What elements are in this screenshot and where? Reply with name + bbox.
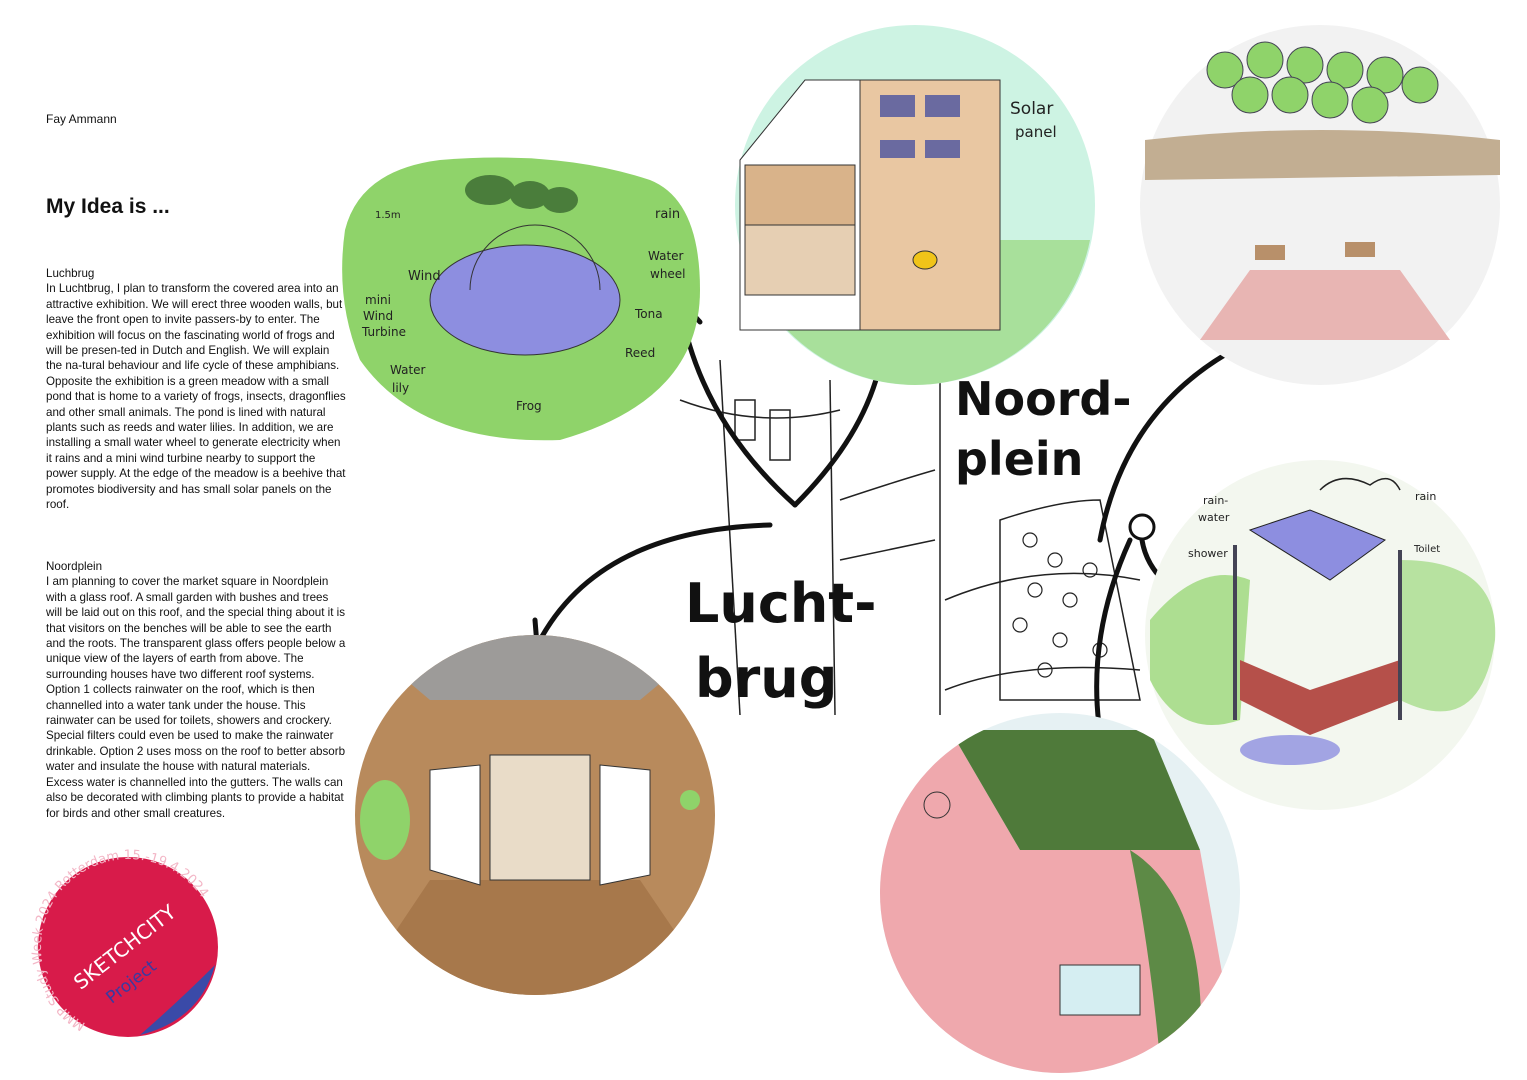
page-title: My Idea is ... [46,195,170,218]
svg-text:rain-: rain- [1203,494,1228,507]
svg-text:Tona: Tona [634,307,663,321]
svg-text:Turbine: Turbine [361,325,406,339]
sketchcity-sticker: MMP Study Week 2024 Rotterdam 15.-19.4.2… [30,848,218,1037]
svg-text:Solar: Solar [1010,99,1053,119]
street-map [675,359,1145,716]
section-title: Noordplein [46,560,103,573]
svg-text:rain: rain [655,207,680,222]
svg-text:1.5m: 1.5m [375,210,401,221]
svg-text:Reed: Reed [625,346,655,360]
svg-text:Wind: Wind [408,269,441,284]
moss-house-sketch [880,713,1240,1073]
svg-text:Water: Water [648,249,684,263]
map-label-noordplein: Noord- plein [955,372,1131,486]
pond-sketch: 1.5m rain Wind mini Wind Turbine Water w… [342,157,700,441]
svg-text:water: water [1198,511,1230,524]
svg-text:rain: rain [1415,490,1436,503]
svg-text:Lucht-: Lucht- [685,572,877,635]
author-name: Fay Ammann [46,112,117,126]
section-body: I am planning to cover the market square… [46,575,346,820]
svg-text:Noord-: Noord- [955,372,1131,426]
exhibition-sketch [355,635,715,995]
svg-text:Toilet: Toilet [1413,544,1440,555]
svg-text:panel: panel [1015,123,1057,141]
section-noordplein: Noordplein I am planning to cover the ma… [46,559,346,821]
svg-text:lily: lily [392,381,409,395]
section-title: Luchbrug [46,267,95,280]
svg-text:Water: Water [390,363,426,377]
roof-garden-sketch [1140,25,1500,385]
svg-text:plein: plein [955,432,1083,486]
svg-text:brug: brug [695,647,837,710]
svg-text:Wind: Wind [363,309,393,323]
section-luchtbrug: Luchbrug In Luchtbrug, I plan to transfo… [46,266,346,513]
svg-text:shower: shower [1188,547,1228,560]
svg-text:mini: mini [365,293,391,307]
svg-text:wheel: wheel [650,267,686,281]
svg-text:Frog: Frog [516,399,542,413]
section-body: In Luchtbrug, I plan to transform the co… [46,282,346,512]
rainwater-house-sketch: rain- water rain shower Toilet [1145,460,1496,810]
map-label-luchtbrug: Lucht- brug [685,572,877,710]
beehive-sketch: Solar panel [735,25,1095,385]
